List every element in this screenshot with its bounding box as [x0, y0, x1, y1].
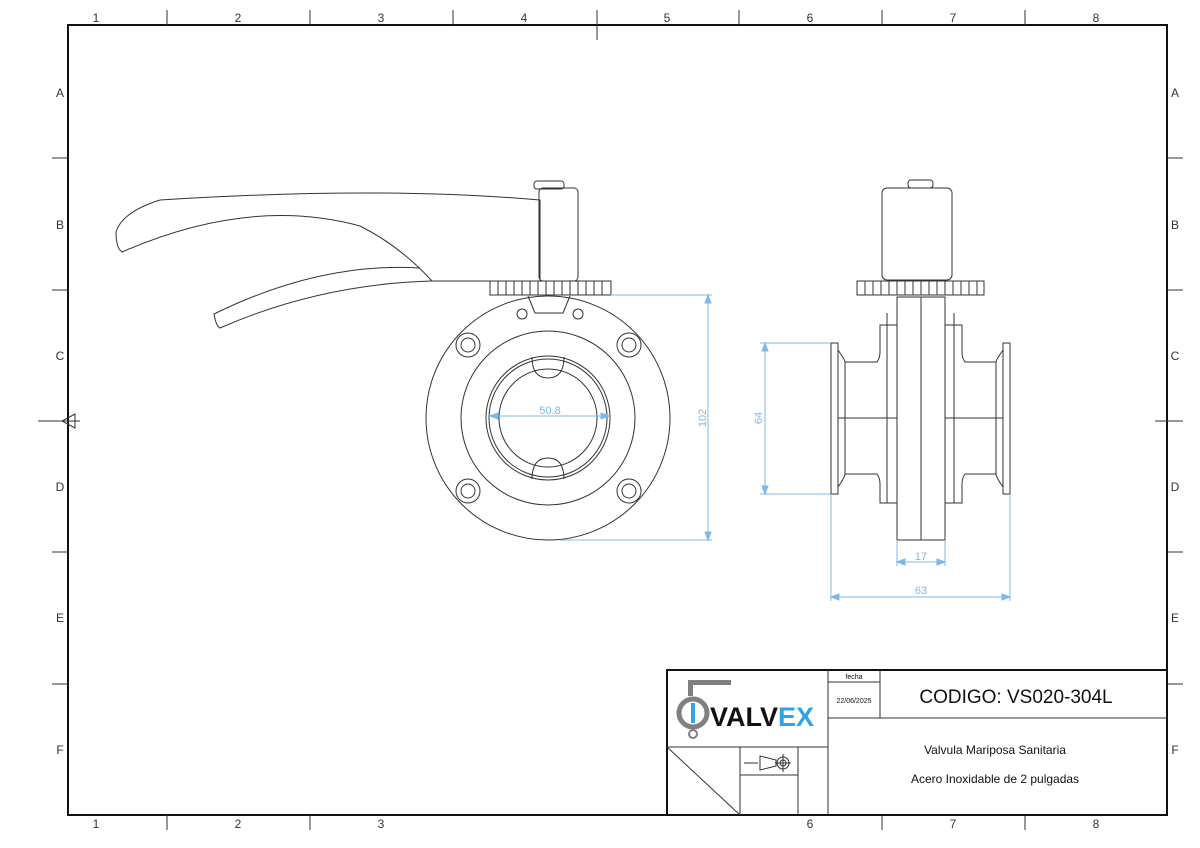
row-label: B: [56, 218, 64, 232]
row-label: A: [56, 86, 64, 100]
date-label: fecha: [845, 674, 862, 681]
drawing-frame: [67, 24, 1168, 816]
col-label: 2: [235, 817, 242, 831]
col-label: 8: [1093, 817, 1100, 831]
col-label: 5: [664, 11, 671, 25]
projection-symbol-icon: [744, 754, 791, 772]
title-block: VALVEX fecha 22/06/2025 CODIGO: VS020-30…: [666, 669, 1168, 816]
col-label: 3: [378, 817, 385, 831]
dim-flange: 102: [697, 409, 709, 427]
col-label: 6: [807, 817, 814, 831]
col-label: 4: [521, 11, 528, 25]
description-line2: Acero Inoxidable de 2 pulgadas: [911, 772, 1079, 786]
row-label: F: [1171, 743, 1178, 757]
col-label: 6: [807, 11, 814, 25]
dim-overall: 63: [915, 585, 927, 597]
gear: [489, 280, 612, 296]
row-label: E: [1171, 611, 1179, 625]
valvex-logo-icon: [676, 680, 731, 739]
front-dimensions: [488, 293, 712, 542]
col-label: 7: [950, 817, 957, 831]
row-label: F: [56, 743, 63, 757]
row-label: E: [56, 611, 64, 625]
row-label: B: [1171, 218, 1179, 232]
handle: [115, 192, 541, 282]
col-label: 8: [1093, 11, 1100, 25]
row-label: A: [1171, 86, 1179, 100]
front-view: [115, 180, 671, 541]
description-line1: Valvula Mariposa Sanitaria: [924, 743, 1066, 757]
dim-bore: 50.8: [539, 405, 560, 417]
col-label: 7: [950, 11, 957, 25]
part-code: CODIGO: VS020-304L: [919, 687, 1112, 708]
date-value: 22/06/2025: [836, 698, 871, 705]
row-label: C: [56, 349, 65, 363]
col-label: 1: [93, 817, 100, 831]
row-label: D: [1171, 480, 1180, 494]
logo-text: VALVEX: [710, 702, 814, 732]
grid-ticks: [38, 10, 1183, 830]
row-label: D: [56, 480, 65, 494]
col-label: 1: [93, 11, 100, 25]
row-label: C: [1171, 349, 1180, 363]
flange-outer: [425, 295, 671, 541]
dim-clamp: 64: [753, 412, 765, 424]
col-label: 2: [235, 11, 242, 25]
dim-body: 17: [915, 551, 927, 563]
side-dimensions: [760, 341, 1012, 601]
handle-lower: [213, 266, 433, 329]
side-view: [830, 179, 1011, 541]
col-label: 3: [378, 11, 385, 25]
